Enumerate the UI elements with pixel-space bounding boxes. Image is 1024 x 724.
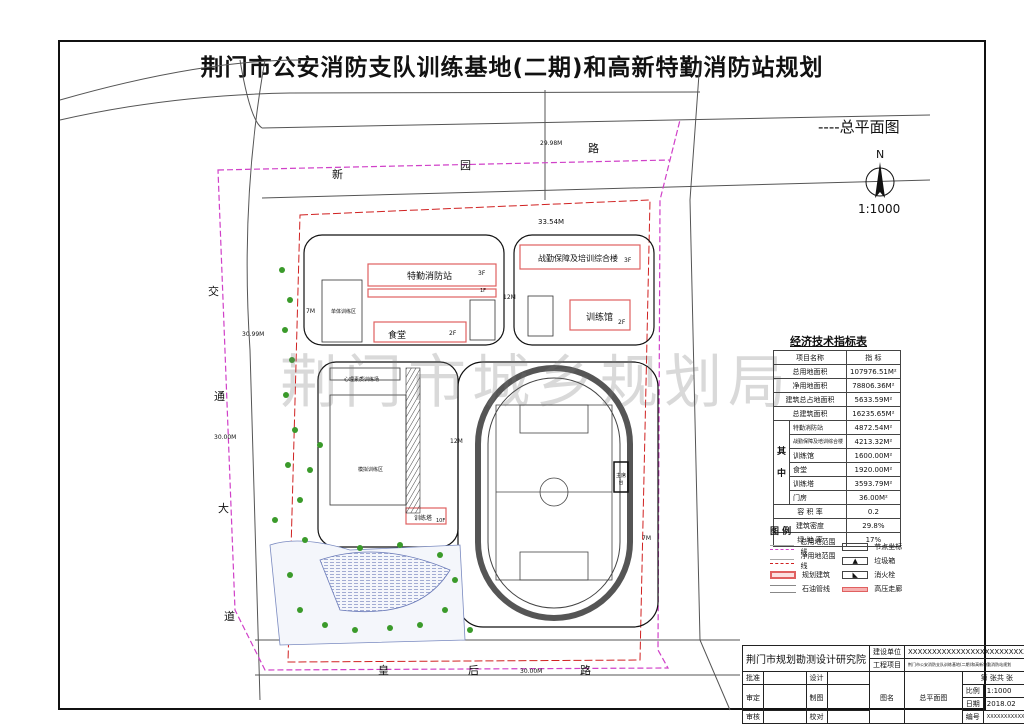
dim-north: 33.54M (538, 218, 564, 226)
client-value: XXXXXXXXXXXXXXXXXXXXXXXXX (905, 646, 1024, 659)
basketball-court-2 (528, 296, 553, 336)
dim-gap-3: 7M (306, 308, 315, 315)
label-tower-floors: 10F (436, 518, 445, 524)
label-gym-floors: 2F (618, 319, 625, 326)
dim-gap-2: 12M (450, 438, 463, 445)
scale-value: 1:1000 (983, 685, 1024, 698)
dim-gap-4: 7M (642, 535, 651, 542)
number-label: 编号 (962, 711, 983, 724)
label-canteen-floors: 2F (449, 330, 456, 337)
table-header: 项目名称 (774, 351, 847, 365)
legend-item: 高压走廊 (842, 582, 904, 596)
table-header: 指 标 (847, 351, 901, 365)
legend-item: ◣消火栓 (842, 568, 904, 582)
road-north-2: 园 (460, 157, 471, 173)
scale-label: 比例 (962, 685, 983, 698)
drawing-name: 总平面图 (905, 672, 963, 724)
check-label: 审核 (743, 711, 764, 724)
dim-south: 30.00M (520, 668, 542, 675)
road-north-1: 新 (332, 166, 343, 182)
design-label: 设计 (806, 672, 827, 685)
group-label: 其 (777, 447, 786, 457)
basketball-court-1 (470, 300, 495, 340)
dim-west: 30.00M (214, 434, 236, 441)
label-gym: 训练馆 (586, 310, 613, 323)
label-canteen: 食堂 (388, 328, 406, 341)
title-block: 荆门市规划勘测设计研究院 建设单位 XXXXXXXXXXXXXXXXXXXXXX… (742, 645, 1024, 724)
draw-label: 制图 (806, 685, 827, 711)
station-annex (368, 289, 496, 297)
approve-label: 批准 (743, 672, 764, 685)
label-tower: 训练塔 (414, 513, 432, 522)
institute-name: 荆门市规划勘测设计研究院 (743, 646, 870, 672)
label-station-annex: 1F (480, 288, 486, 294)
north-label: N (876, 148, 884, 161)
label-single-train: 单体训练区 (331, 308, 356, 315)
high-voltage-swatch (842, 587, 868, 592)
legend: 图 例 总用地范围线 净用地范围线 规划建筑 石油管线 节点坐标 ▲垃圾箱 ◣消… (770, 524, 904, 596)
label-stand: 主席台 (615, 472, 627, 486)
label-station: 特勤消防站 (407, 269, 452, 282)
client-label: 建设单位 (870, 646, 905, 659)
legend-item: 石油管线 (770, 582, 840, 596)
legend-item: ▲垃圾箱 (842, 554, 904, 568)
drawing-name-label: 图名 (870, 672, 905, 724)
sheet-number: 第 张共 张 (962, 672, 1024, 685)
project-value: 荆门市公安消防支队训练基地(二期)和高新特勤消防站规划 (905, 659, 1024, 672)
site-boundary-swatch (770, 545, 794, 550)
date-value: 2018.02 (983, 698, 1024, 711)
road-west-3: 大 (218, 500, 229, 516)
north-arrow-icon (866, 162, 894, 198)
label-support: 战勤保障及培训综合楼 (538, 253, 618, 264)
project-label: 工程项目 (870, 659, 905, 672)
road-west-1: 交 (208, 283, 219, 299)
road-north-3: 路 (588, 140, 599, 156)
building-swatch (770, 571, 796, 579)
legend-item: 节点坐标 (842, 540, 904, 554)
road-west-4: 道 (224, 608, 235, 624)
road-west-2: 通 (214, 388, 225, 404)
number-value: XXXXXXXXXXXX (983, 711, 1024, 724)
date-label: 日期 (962, 698, 983, 711)
plan-scale: 1:1000 (858, 202, 900, 216)
fire-hydrant-icon: ◣ (842, 571, 868, 579)
label-psych-train: 心理素质训练场 (344, 376, 379, 383)
legend-item: 规划建筑 (770, 568, 840, 582)
dim-west-top: 30.99M (242, 331, 264, 338)
trash-bin-icon: ▲ (842, 557, 868, 565)
road-south-2: 后 (468, 662, 479, 678)
review-label: 审定 (743, 685, 764, 711)
label-support-floors: 3F (624, 257, 631, 264)
legend-title: 图 例 (770, 524, 904, 537)
node-coordinate-icon (842, 543, 868, 551)
label-sim-train: 模拟训练区 (358, 466, 383, 473)
pipeline-swatch (770, 585, 796, 593)
football-field (496, 405, 612, 580)
group-label: 中 (777, 469, 786, 479)
verify-label: 校对 (806, 711, 827, 724)
dim-gap-1: 12M (503, 294, 516, 301)
road-south-1: 皇 (378, 662, 389, 678)
dim-north-road: 29.98M (540, 140, 562, 147)
label-station-floors: 3F (478, 270, 485, 277)
indicator-table-title: 经济技术指标表 (790, 333, 867, 349)
net-boundary-swatch (770, 559, 794, 564)
legend-item: 净用地范围线 (770, 554, 840, 568)
road-south-3: 路 (580, 662, 591, 678)
